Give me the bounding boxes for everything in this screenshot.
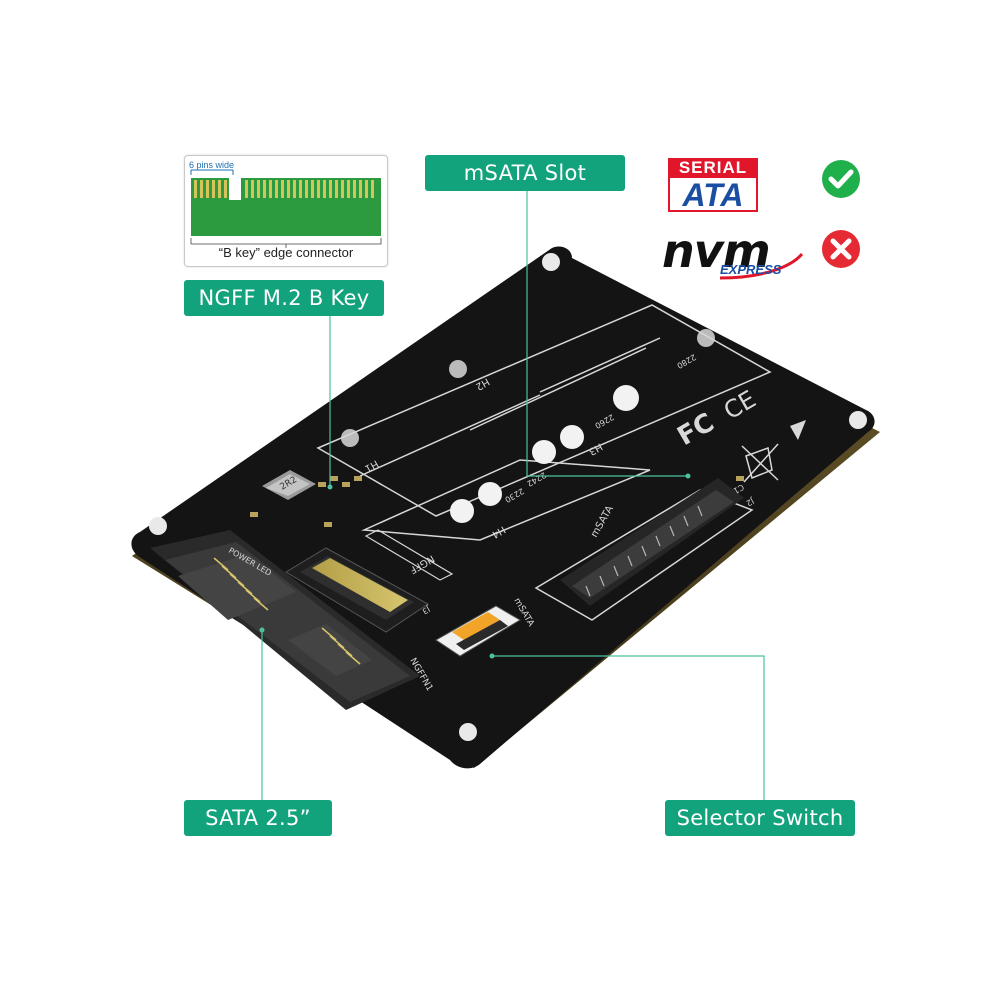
msata-slot-label: mSATA Slot <box>425 155 625 191</box>
b-key-inset: 6 pins wide “B key” edge connector <box>184 155 388 267</box>
esd-warning-icon <box>790 420 806 440</box>
b-key-caption: “B key” edge connector <box>218 245 354 260</box>
edge-connector-drawing <box>190 169 382 248</box>
msata-connector <box>560 478 744 606</box>
ngff-m2-b-key-label: NGFF M.2 B Key <box>184 280 384 316</box>
sata-size-label: SATA 2.5” <box>184 800 332 836</box>
leader-dots <box>259 473 691 659</box>
nvm-logo-word: nvm <box>662 224 771 278</box>
leader-lines <box>261 190 765 800</box>
silk-j2: J2 <box>745 496 757 508</box>
serial-ata-logo-top: SERIAL <box>668 158 758 178</box>
nvm-logo-express: EXPRESS <box>720 262 782 277</box>
silkscreen-lines <box>316 304 772 621</box>
weee-bin-icon <box>741 443 779 483</box>
check-circle-icon <box>822 160 860 198</box>
serial-ata-logo-bottom: ATA <box>668 178 758 212</box>
serial-ata-logo: SERIAL ATA <box>668 158 758 214</box>
mounting-holes <box>149 253 867 741</box>
pins-wide-label: 6 pins wide <box>189 160 235 170</box>
nvm-express-logo: nvm EXPRESS <box>660 224 810 284</box>
silk-j3: J3 <box>421 604 433 616</box>
sata-connector <box>150 530 420 710</box>
smd-components <box>250 476 744 527</box>
m2-pad-outline <box>364 529 454 581</box>
standoff-holes <box>450 385 639 523</box>
m2-connector <box>285 547 429 633</box>
selector-switch-label: Selector Switch <box>665 800 855 836</box>
nvm-logo-swoosh <box>719 252 804 280</box>
board-body <box>131 246 875 769</box>
inductor-chip: 2R2 <box>262 470 316 500</box>
cross-circle-icon <box>822 230 860 268</box>
selector-switch <box>435 605 521 657</box>
